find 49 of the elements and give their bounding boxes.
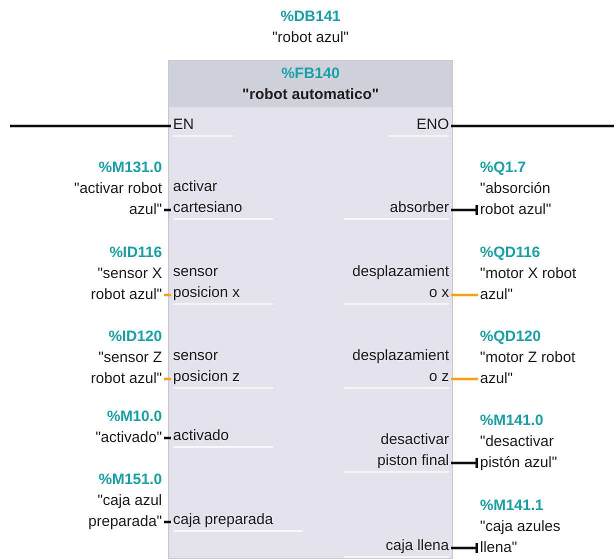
- connection-line: [164, 378, 171, 380]
- operand-name: "caja azules llena": [480, 517, 562, 558]
- operand-address: %M10.0: [106, 407, 162, 427]
- operand-name: "caja azul preparada": [87, 491, 162, 532]
- operand-name: "motor Z robot azul": [480, 348, 576, 389]
- operand-address: %QD120: [480, 327, 542, 347]
- operand-address: %M141.1: [480, 496, 544, 516]
- connection-line: [164, 436, 171, 440]
- connection-line: [10, 124, 171, 128]
- operand-name: "motor X robot azul": [480, 264, 578, 305]
- pin-label: activar cartesiano: [173, 176, 273, 220]
- pin-label: sensor posicion x: [173, 261, 273, 305]
- operand-address: %QD116: [480, 243, 542, 263]
- operand-name: "activar robot azul": [73, 179, 162, 220]
- operand-name: "sensor Z robot azul": [90, 348, 162, 389]
- connection-line: [451, 124, 614, 128]
- pin-label: ENO: [389, 114, 449, 137]
- operand-address: %Q1.7: [480, 158, 527, 178]
- function-block: [168, 60, 453, 559]
- connection-line: [451, 294, 478, 296]
- operand-name: "desactivar pistón azul": [480, 432, 558, 473]
- operand-name: "activado": [95, 428, 162, 448]
- connection-line: [451, 378, 478, 380]
- pin-label: desactivar piston final: [344, 429, 449, 473]
- operand-address: %ID120: [108, 327, 162, 347]
- connection-line: [451, 205, 478, 215]
- pin-label: absorber: [344, 197, 449, 220]
- block-number: %FB140: [280, 64, 341, 84]
- operand-address: %M131.0: [98, 158, 162, 178]
- connection-line: [451, 543, 478, 553]
- operand-address: %M151.0: [98, 470, 162, 490]
- block-name: "robot automatico": [241, 85, 380, 105]
- pin-label: EN: [173, 114, 233, 137]
- operand-address: %ID116: [108, 243, 162, 263]
- pin-label: desplazamient o z: [344, 345, 449, 389]
- instance-db-name: "robot azul": [272, 28, 349, 48]
- pin-label: caja preparada: [173, 509, 303, 532]
- connection-line: [164, 520, 171, 524]
- pin-label: activado: [173, 425, 273, 448]
- instance-db-address: %DB141: [280, 7, 341, 27]
- operand-address: %M141.0: [480, 411, 544, 431]
- connection-line: [164, 294, 171, 296]
- operand-name: "sensor X robot azul": [90, 264, 162, 305]
- operand-name: "absorción robot azul": [480, 179, 552, 220]
- pin-label: sensor posicion z: [173, 345, 273, 389]
- pin-label: caja llena: [344, 535, 449, 558]
- connection-line: [164, 208, 171, 212]
- connection-line: [451, 458, 478, 468]
- pin-label: desplazamient o x: [344, 261, 449, 305]
